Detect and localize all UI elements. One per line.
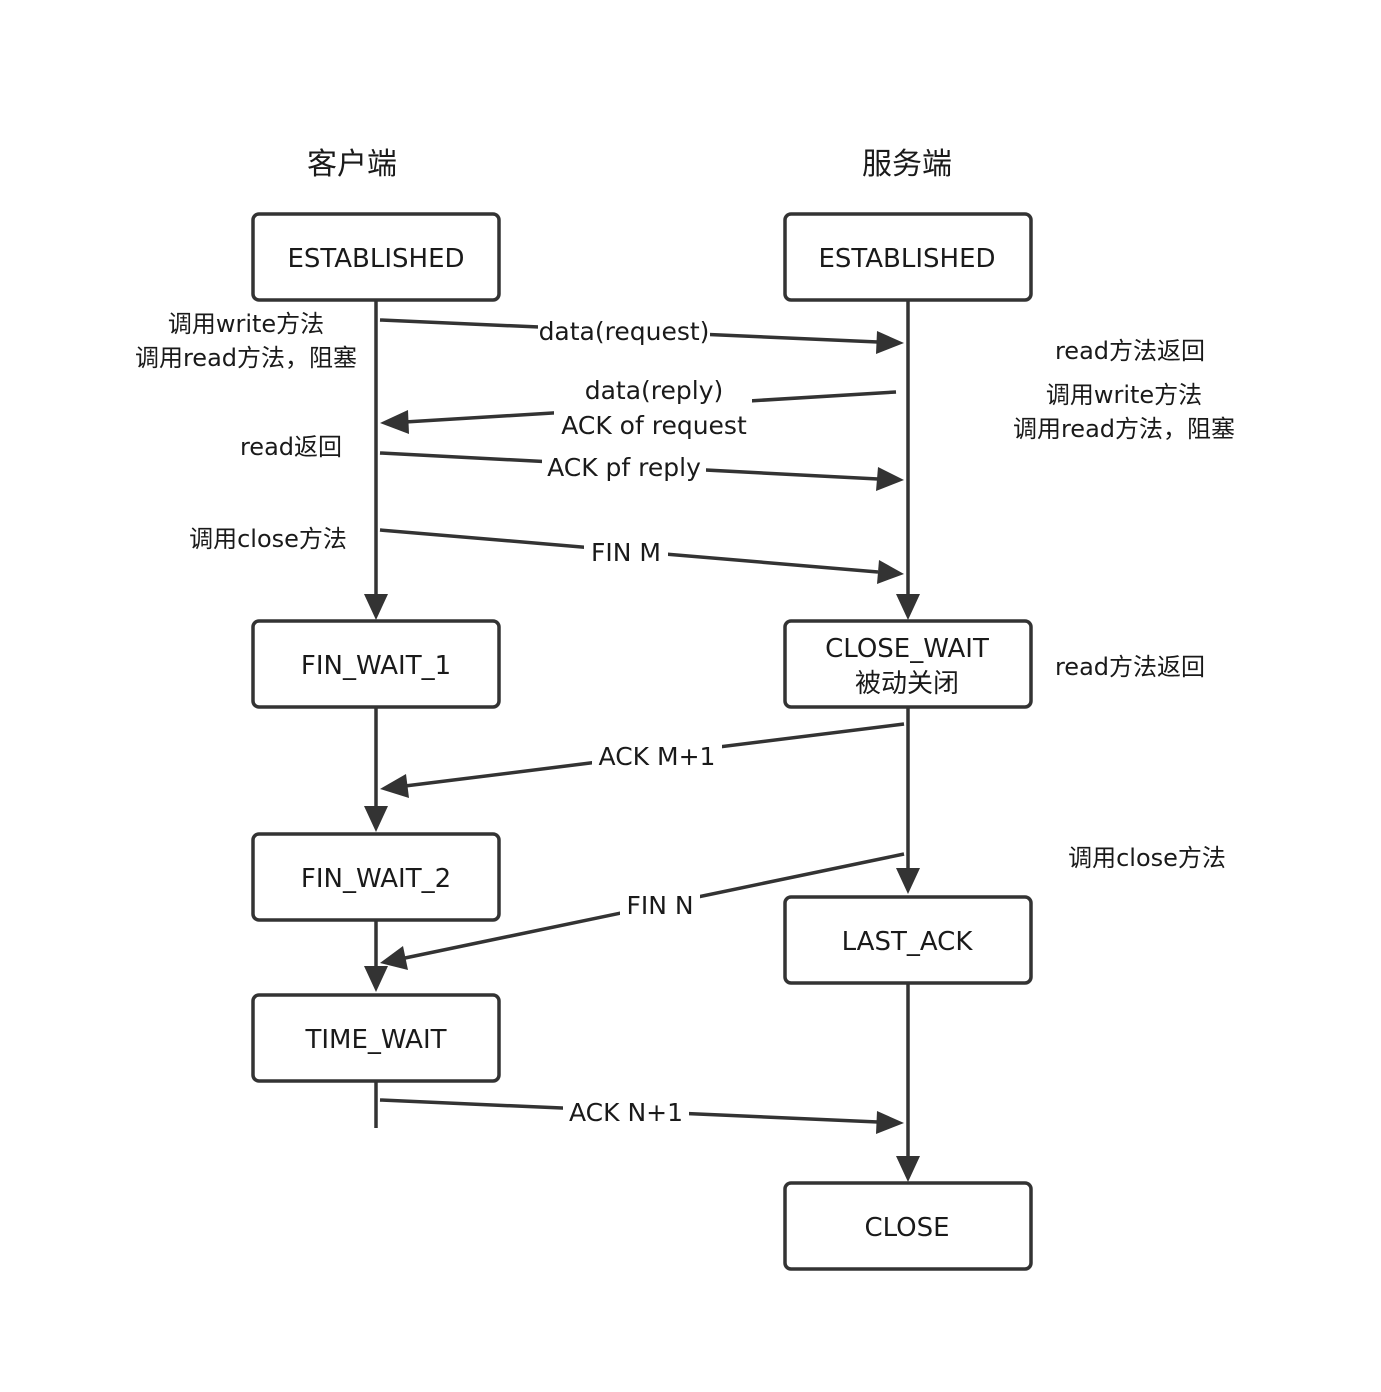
client-lifeline [364, 300, 388, 1128]
server-state-close-wait: CLOSE_WAIT 被动关闭 [783, 619, 1033, 709]
server-note-close-call: 调用close方法 [1068, 844, 1226, 872]
client-header: 客户端 [307, 147, 397, 182]
state-label: ESTABLISHED [287, 244, 464, 274]
state-label: CLOSE_WAIT [825, 634, 989, 664]
client-state-established: ESTABLISHED [251, 212, 501, 302]
state-label: ESTABLISHED [818, 244, 995, 274]
message-label: ACK of request [561, 411, 747, 440]
client-note-write-call: 调用write方法 [168, 310, 324, 338]
state-label: FIN_WAIT_2 [301, 864, 451, 894]
message-data-reply: data(reply) ACK of request [380, 373, 897, 443]
state-label: TIME_WAIT [304, 1025, 446, 1055]
server-note-write-call: 调用write方法 [1046, 381, 1202, 409]
state-label: LAST_ACK [842, 927, 974, 957]
message-label: ACK M+1 [599, 742, 716, 771]
message-label: data(request) [539, 317, 710, 346]
message-label: ACK N+1 [569, 1098, 683, 1127]
server-state-close: CLOSE [783, 1181, 1033, 1271]
server-lifeline [896, 300, 920, 1182]
message-fin-m: FIN M [379, 528, 904, 584]
server-state-last-ack: LAST_ACK [783, 895, 1033, 985]
message-ack-n1: ACK N+1 [379, 1096, 904, 1134]
server-note-read-block: 调用read方法，阻塞 [1013, 415, 1235, 443]
state-label: FIN_WAIT_1 [301, 651, 451, 681]
server-header: 服务端 [862, 147, 952, 182]
message-ack-reply: ACK pf reply [379, 451, 904, 491]
message-data-request: data(request) [379, 315, 904, 354]
client-note-close-call: 调用close方法 [189, 525, 347, 553]
state-sublabel: 被动关闭 [855, 669, 959, 699]
client-state-time-wait: TIME_WAIT [251, 993, 501, 1083]
state-label: CLOSE [864, 1213, 949, 1243]
client-note-read-block: 调用read方法，阻塞 [135, 344, 357, 372]
message-label: FIN M [591, 538, 661, 567]
message-label: ACK pf reply [547, 453, 701, 482]
client-note-read-return: read返回 [240, 433, 342, 461]
message-ack-m1: ACK M+1 [380, 722, 905, 798]
server-note-read-return-2: read方法返回 [1055, 653, 1205, 681]
message-label: FIN N [626, 891, 693, 920]
message-fin-n: FIN N [380, 852, 905, 970]
client-state-fin-wait-2: FIN_WAIT_2 [251, 832, 501, 922]
server-state-established: ESTABLISHED [783, 212, 1033, 302]
server-note-read-return-1: read方法返回 [1055, 337, 1205, 365]
message-label: data(reply) [585, 376, 724, 405]
client-state-fin-wait-1: FIN_WAIT_1 [251, 619, 501, 709]
